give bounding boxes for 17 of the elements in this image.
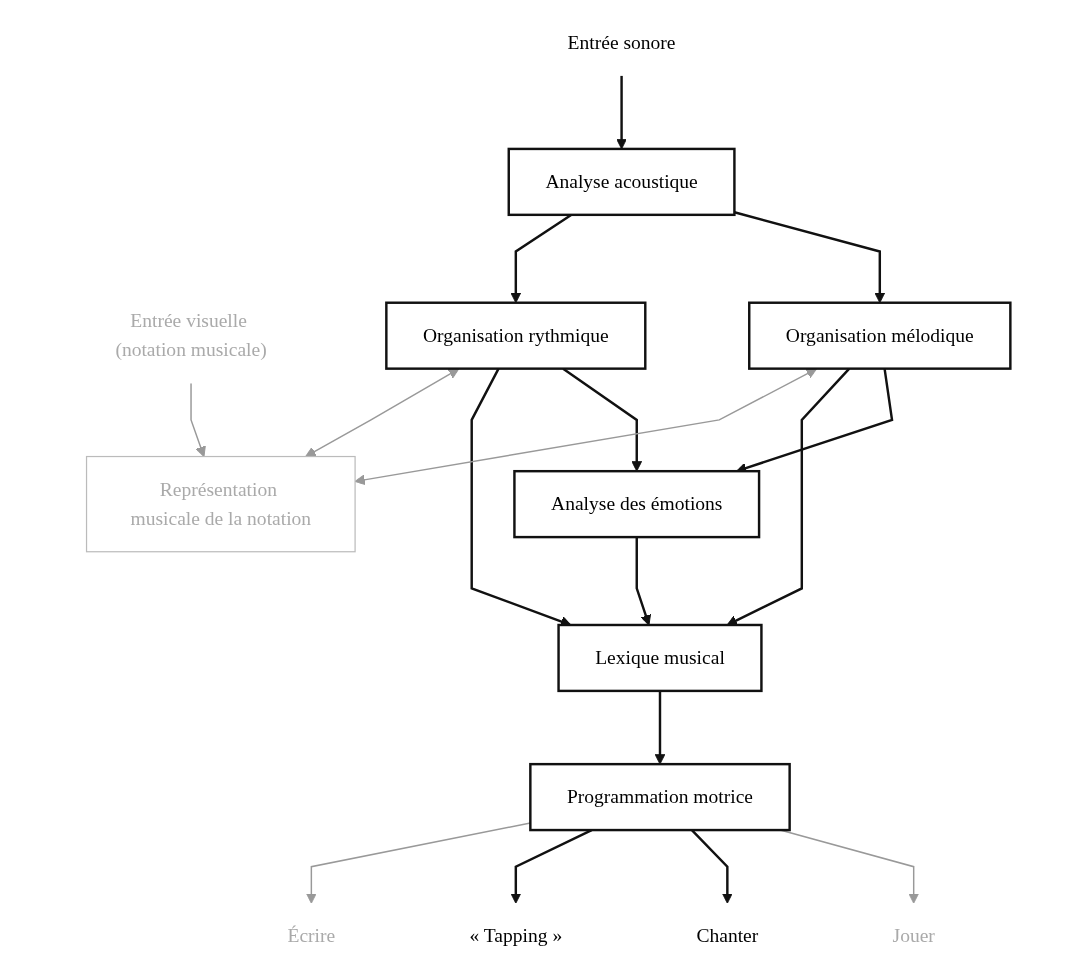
node-box: Organisation rythmique [385,301,647,370]
node-box: Analyse acoustique [507,147,736,217]
node-box: Programmation motrice [529,762,791,832]
node-box: Lexique musical [557,623,763,693]
node-text: Entrée sonore [567,31,676,53]
arrow [190,382,206,457]
node-box: Représentation musicale de la notation [85,455,356,553]
node-text: « Tapping » [469,925,563,947]
arrow [305,368,460,457]
node-text: Écrire [287,925,336,947]
node-box: Organisation mélodique [747,301,1012,370]
node-box: Analyse des émotions [513,469,761,539]
arrow [305,822,531,904]
node-text: Chanter [696,925,759,947]
node-text: Jouer [892,925,935,947]
node-text: Entrée visuelle (notation musicale) [115,310,267,361]
arrow [654,690,666,765]
